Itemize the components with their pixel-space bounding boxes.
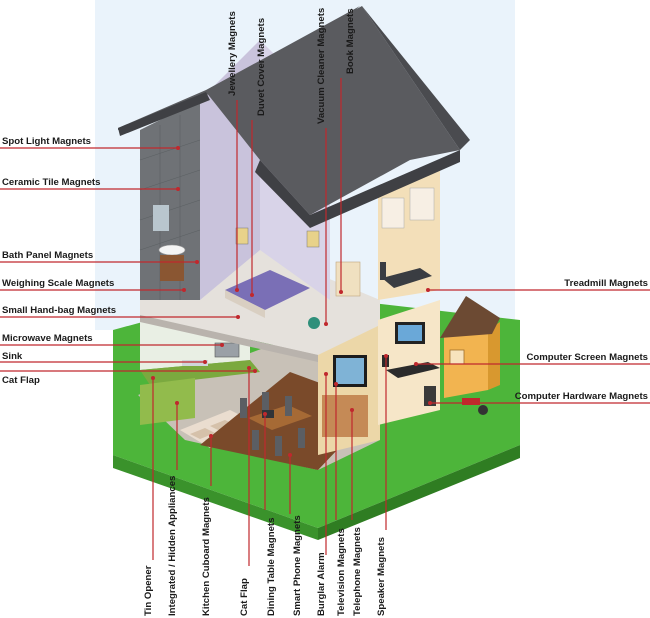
bed-frame xyxy=(225,290,265,318)
label-small-hand-bag-magnets: Small Hand-bag Magnets xyxy=(2,305,116,316)
labels-left: Spot Light Magnets Ceramic Tile Magnets … xyxy=(2,136,116,386)
sink-shape xyxy=(182,360,208,366)
roof-eave xyxy=(255,160,310,228)
wheelbarrow-tray xyxy=(462,398,480,405)
treadmill-console xyxy=(380,262,386,280)
label-smart-phone-magnets: Smart Phone Magnets xyxy=(292,515,303,616)
label-kitchen-cuboard-magnets: Kitchen Cuboard Magnets xyxy=(201,497,212,616)
grass-shadow-right xyxy=(318,445,520,540)
bed-shape xyxy=(225,270,310,310)
label-burglar-alarm: Burglar Alarm xyxy=(316,552,327,616)
roof-right-face xyxy=(362,6,470,150)
vacuum-cleaner-shape xyxy=(308,317,320,329)
dining-chairs xyxy=(240,392,305,456)
label-cat-flap-left: Cat Flap xyxy=(2,375,40,386)
label-integrated-hidden-appliances: Integrated / Hidden Appliances xyxy=(167,476,178,616)
label-treadmill-magnets: Treadmill Magnets xyxy=(564,278,648,289)
label-speaker-magnets: Speaker Magnets xyxy=(376,537,387,616)
first-floor-edge xyxy=(140,315,318,362)
basin-shape xyxy=(158,244,186,256)
leader-lines xyxy=(0,78,650,566)
label-tin-opener: Tin Opener xyxy=(143,565,154,616)
grass-shadow xyxy=(113,455,318,540)
dining-table xyxy=(248,405,312,430)
labels-top: Jewellery Magnets Duvet Cover Magnets Va… xyxy=(227,8,356,124)
roof-eave-right xyxy=(310,150,460,228)
kitchen-cabinets xyxy=(140,378,195,425)
computer-monitor-screen xyxy=(398,325,422,341)
treadmill-shape xyxy=(382,268,432,288)
label-sink: Sink xyxy=(2,351,23,362)
television-screen xyxy=(336,358,364,384)
shed-roof xyxy=(440,296,500,338)
wheelbarrow-wheel xyxy=(478,405,488,415)
bedroom-picture xyxy=(235,227,249,245)
label-jewellery-magnets: Jewellery Magnets xyxy=(227,11,238,96)
bathroom-mirror xyxy=(153,205,169,231)
roof-left-face xyxy=(118,6,360,130)
roof-main xyxy=(206,6,460,215)
computer-tower xyxy=(424,386,436,406)
anatomy-poster-2 xyxy=(409,187,435,221)
bookshelf-lounge xyxy=(322,395,368,437)
label-television-magnets: Television Magnets xyxy=(336,528,347,616)
office-desk xyxy=(386,362,440,378)
label-vacuum-cleaner-magnets: Vacuum Cleaner Magnets xyxy=(316,8,327,124)
label-book-magnets: Book Magnets xyxy=(345,8,356,74)
label-computer-screen-magnets: Computer Screen Magnets xyxy=(526,352,648,363)
shed-window xyxy=(449,349,465,365)
labels-right: Treadmill Magnets Computer Screen Magnet… xyxy=(515,278,648,402)
label-cat-flap-bottom: Cat Flap xyxy=(239,578,250,616)
label-ceramic-tile-magnets: Ceramic Tile Magnets xyxy=(2,177,100,188)
shed-side xyxy=(488,322,500,390)
label-weighing-scale-magnets: Weighing Scale Magnets xyxy=(2,278,114,289)
label-telephone-magnets: Telephone Magnets xyxy=(352,527,363,616)
roof-gutter xyxy=(118,92,210,136)
vanity-stand xyxy=(160,255,184,281)
label-bath-panel-magnets: Bath Panel Magnets xyxy=(2,250,93,261)
label-computer-hardware-magnets: Computer Hardware Magnets xyxy=(515,391,648,402)
kitchen-worktop xyxy=(140,360,260,385)
label-dining-table-magnets: Dining Table Magnets xyxy=(266,518,277,616)
labels-bottom: Tin Opener Integrated / Hidden Appliance… xyxy=(143,476,387,616)
label-duvet-cover-magnets: Duvet Cover Magnets xyxy=(256,18,267,116)
label-spot-light-magnets: Spot Light Magnets xyxy=(2,136,91,147)
label-microwave-magnets: Microwave Magnets xyxy=(2,333,93,344)
bedroom-picture-2 xyxy=(306,230,320,248)
anatomy-poster-1 xyxy=(381,197,405,229)
laptop-shape xyxy=(262,410,274,418)
